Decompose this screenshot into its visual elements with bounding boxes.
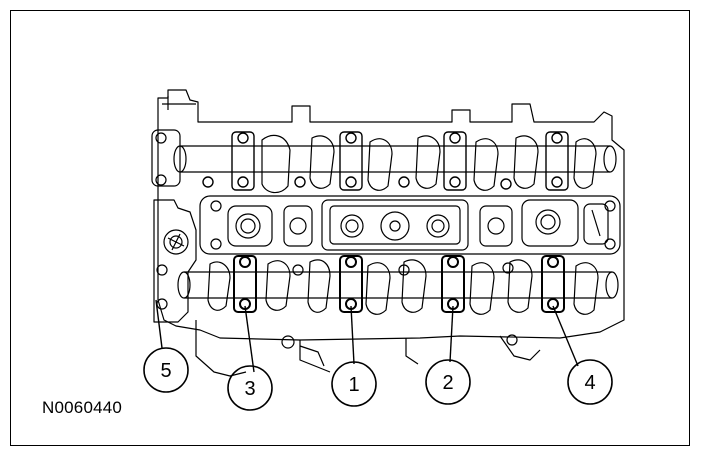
callout-2-label: 2 bbox=[442, 372, 453, 394]
callout-5-circle bbox=[143, 347, 189, 393]
figure-frame bbox=[10, 10, 690, 446]
callout-3-label: 3 bbox=[244, 378, 255, 400]
callout-1-circle bbox=[331, 361, 377, 407]
lower-bearing-caps bbox=[233, 255, 565, 313]
callout-5-label: 5 bbox=[160, 360, 171, 382]
front-end-housing bbox=[151, 129, 197, 323]
upper-bearing-caps bbox=[202, 131, 569, 191]
lower-camshaft bbox=[177, 259, 619, 315]
callouts bbox=[143, 347, 613, 411]
callout-1-label: 1 bbox=[348, 374, 359, 396]
callout-4-label: 4 bbox=[584, 372, 595, 394]
leader-lines bbox=[155, 299, 579, 373]
center-gallery bbox=[199, 195, 621, 255]
callout-3-circle bbox=[227, 365, 273, 411]
lower-fasteners bbox=[281, 262, 518, 367]
upper-camshaft bbox=[173, 134, 617, 194]
callout-4-circle bbox=[567, 359, 613, 405]
cylinder-head-outline bbox=[157, 89, 625, 377]
figure-code: N0060440 bbox=[42, 398, 123, 417]
callout-2-circle bbox=[425, 359, 471, 405]
